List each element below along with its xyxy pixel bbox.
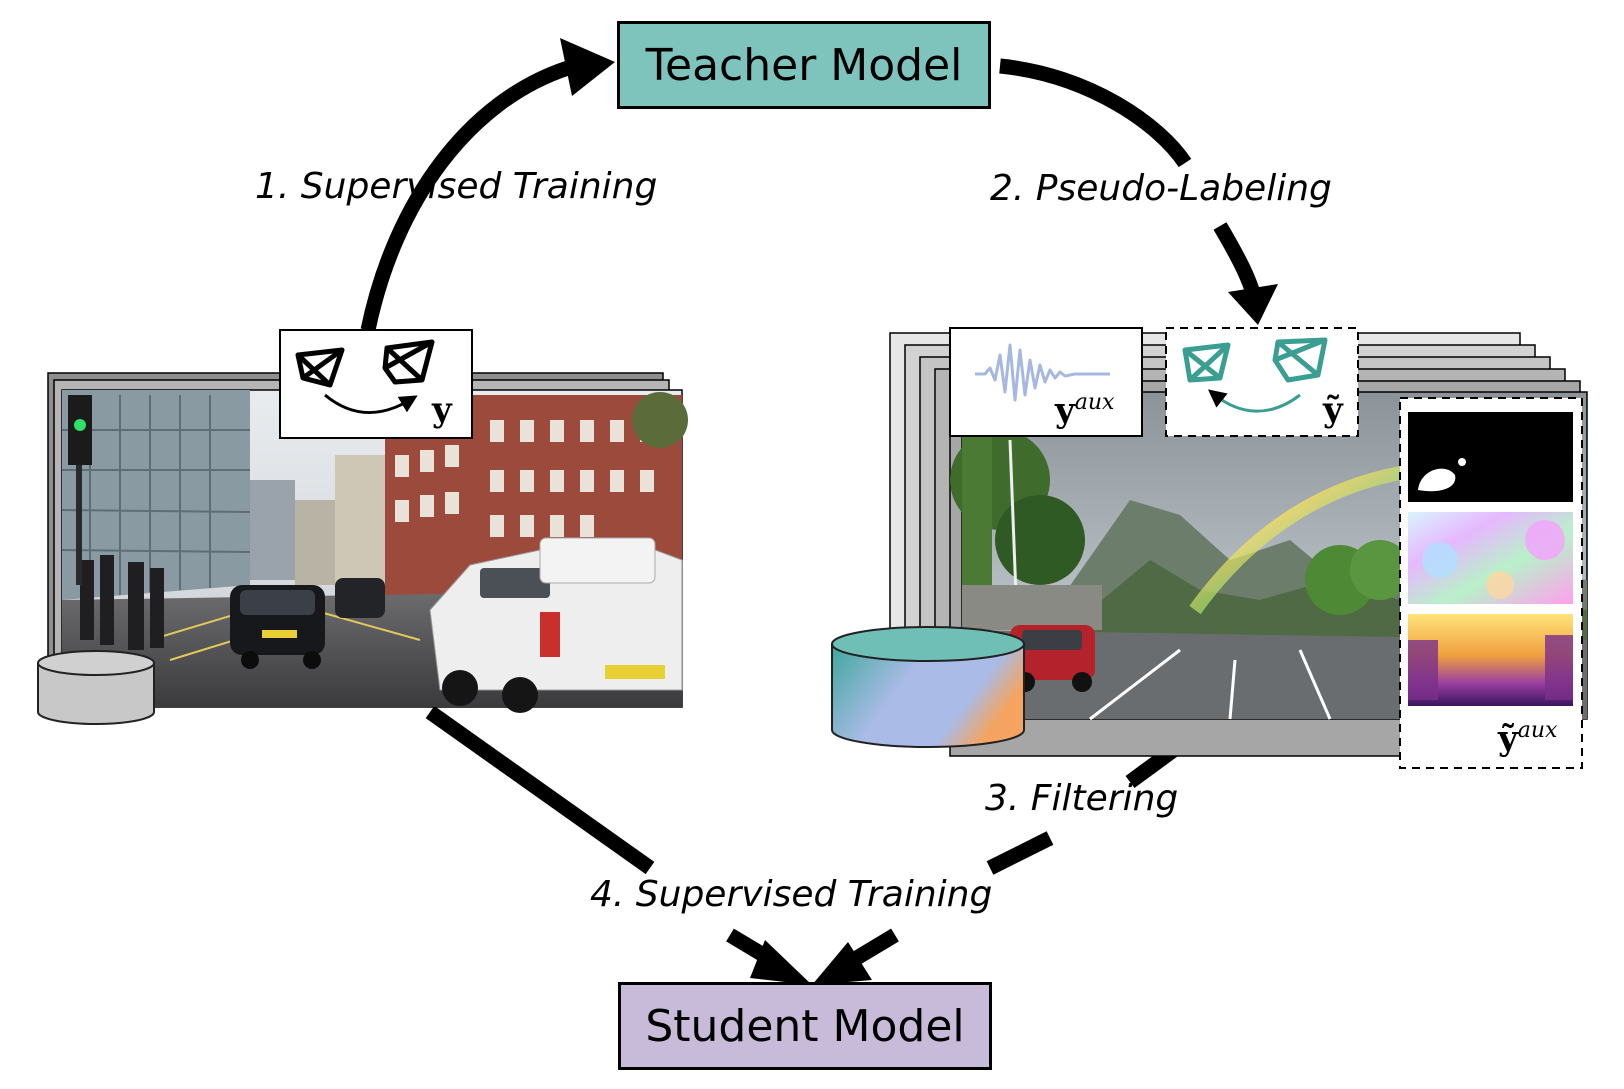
label-symbol-y: y xyxy=(432,390,452,430)
step-label-supervised-training-1: 1. Supervised Training xyxy=(255,166,658,207)
depth-map-thumbnail xyxy=(1408,614,1573,706)
student-model-box: Student Model xyxy=(618,982,992,1070)
wireframe-mesh-icon-2 xyxy=(382,339,435,385)
auxiliary-pseudo-labels-panel xyxy=(1399,397,1583,769)
label-symbol-y-tilde: ỹ xyxy=(1323,390,1343,430)
arrow-pseudo-labeling xyxy=(999,58,1278,325)
teal-wireframe-mesh-icon-2 xyxy=(1272,337,1328,383)
ground-truth-label-card xyxy=(279,329,473,439)
arrow-supervised-training-1 xyxy=(360,38,615,332)
y-aux-superscript: aux xyxy=(1074,390,1115,415)
y-tilde-aux-superscript: aux xyxy=(1517,718,1558,743)
step-label-pseudo-labeling: 2. Pseudo-Labeling xyxy=(990,168,1332,209)
student-model-label: Student Model xyxy=(645,1000,965,1052)
label-symbol-y-tilde-aux: ỹaux xyxy=(1498,718,1557,758)
y-tilde-aux-base: ỹ xyxy=(1498,718,1518,759)
auxiliary-label-card xyxy=(949,327,1143,437)
y-aux-base: y xyxy=(1055,390,1075,431)
step-label-filtering: 3. Filtering xyxy=(985,778,1179,819)
segmentation-mask-thumbnail xyxy=(1408,412,1573,502)
teacher-model-box: Teacher Model xyxy=(617,21,991,109)
arrow-filtering xyxy=(812,720,1210,985)
teacher-model-label: Teacher Model xyxy=(645,39,963,91)
signal-waveform-icon xyxy=(975,343,1110,402)
arrow-supervised-training-4 xyxy=(425,705,812,985)
left-database-cylinder xyxy=(37,650,155,725)
pseudo-label-card xyxy=(1165,327,1359,437)
optical-flow-thumbnail xyxy=(1408,512,1573,604)
right-database-cylinder xyxy=(831,626,1025,748)
step-label-supervised-training-4: 4. Supervised Training xyxy=(590,874,993,915)
black-car xyxy=(230,585,325,669)
wireframe-mesh-icon xyxy=(295,347,345,388)
label-symbol-y-aux: yaux xyxy=(1055,390,1114,430)
teal-wireframe-mesh-icon xyxy=(1182,342,1231,383)
